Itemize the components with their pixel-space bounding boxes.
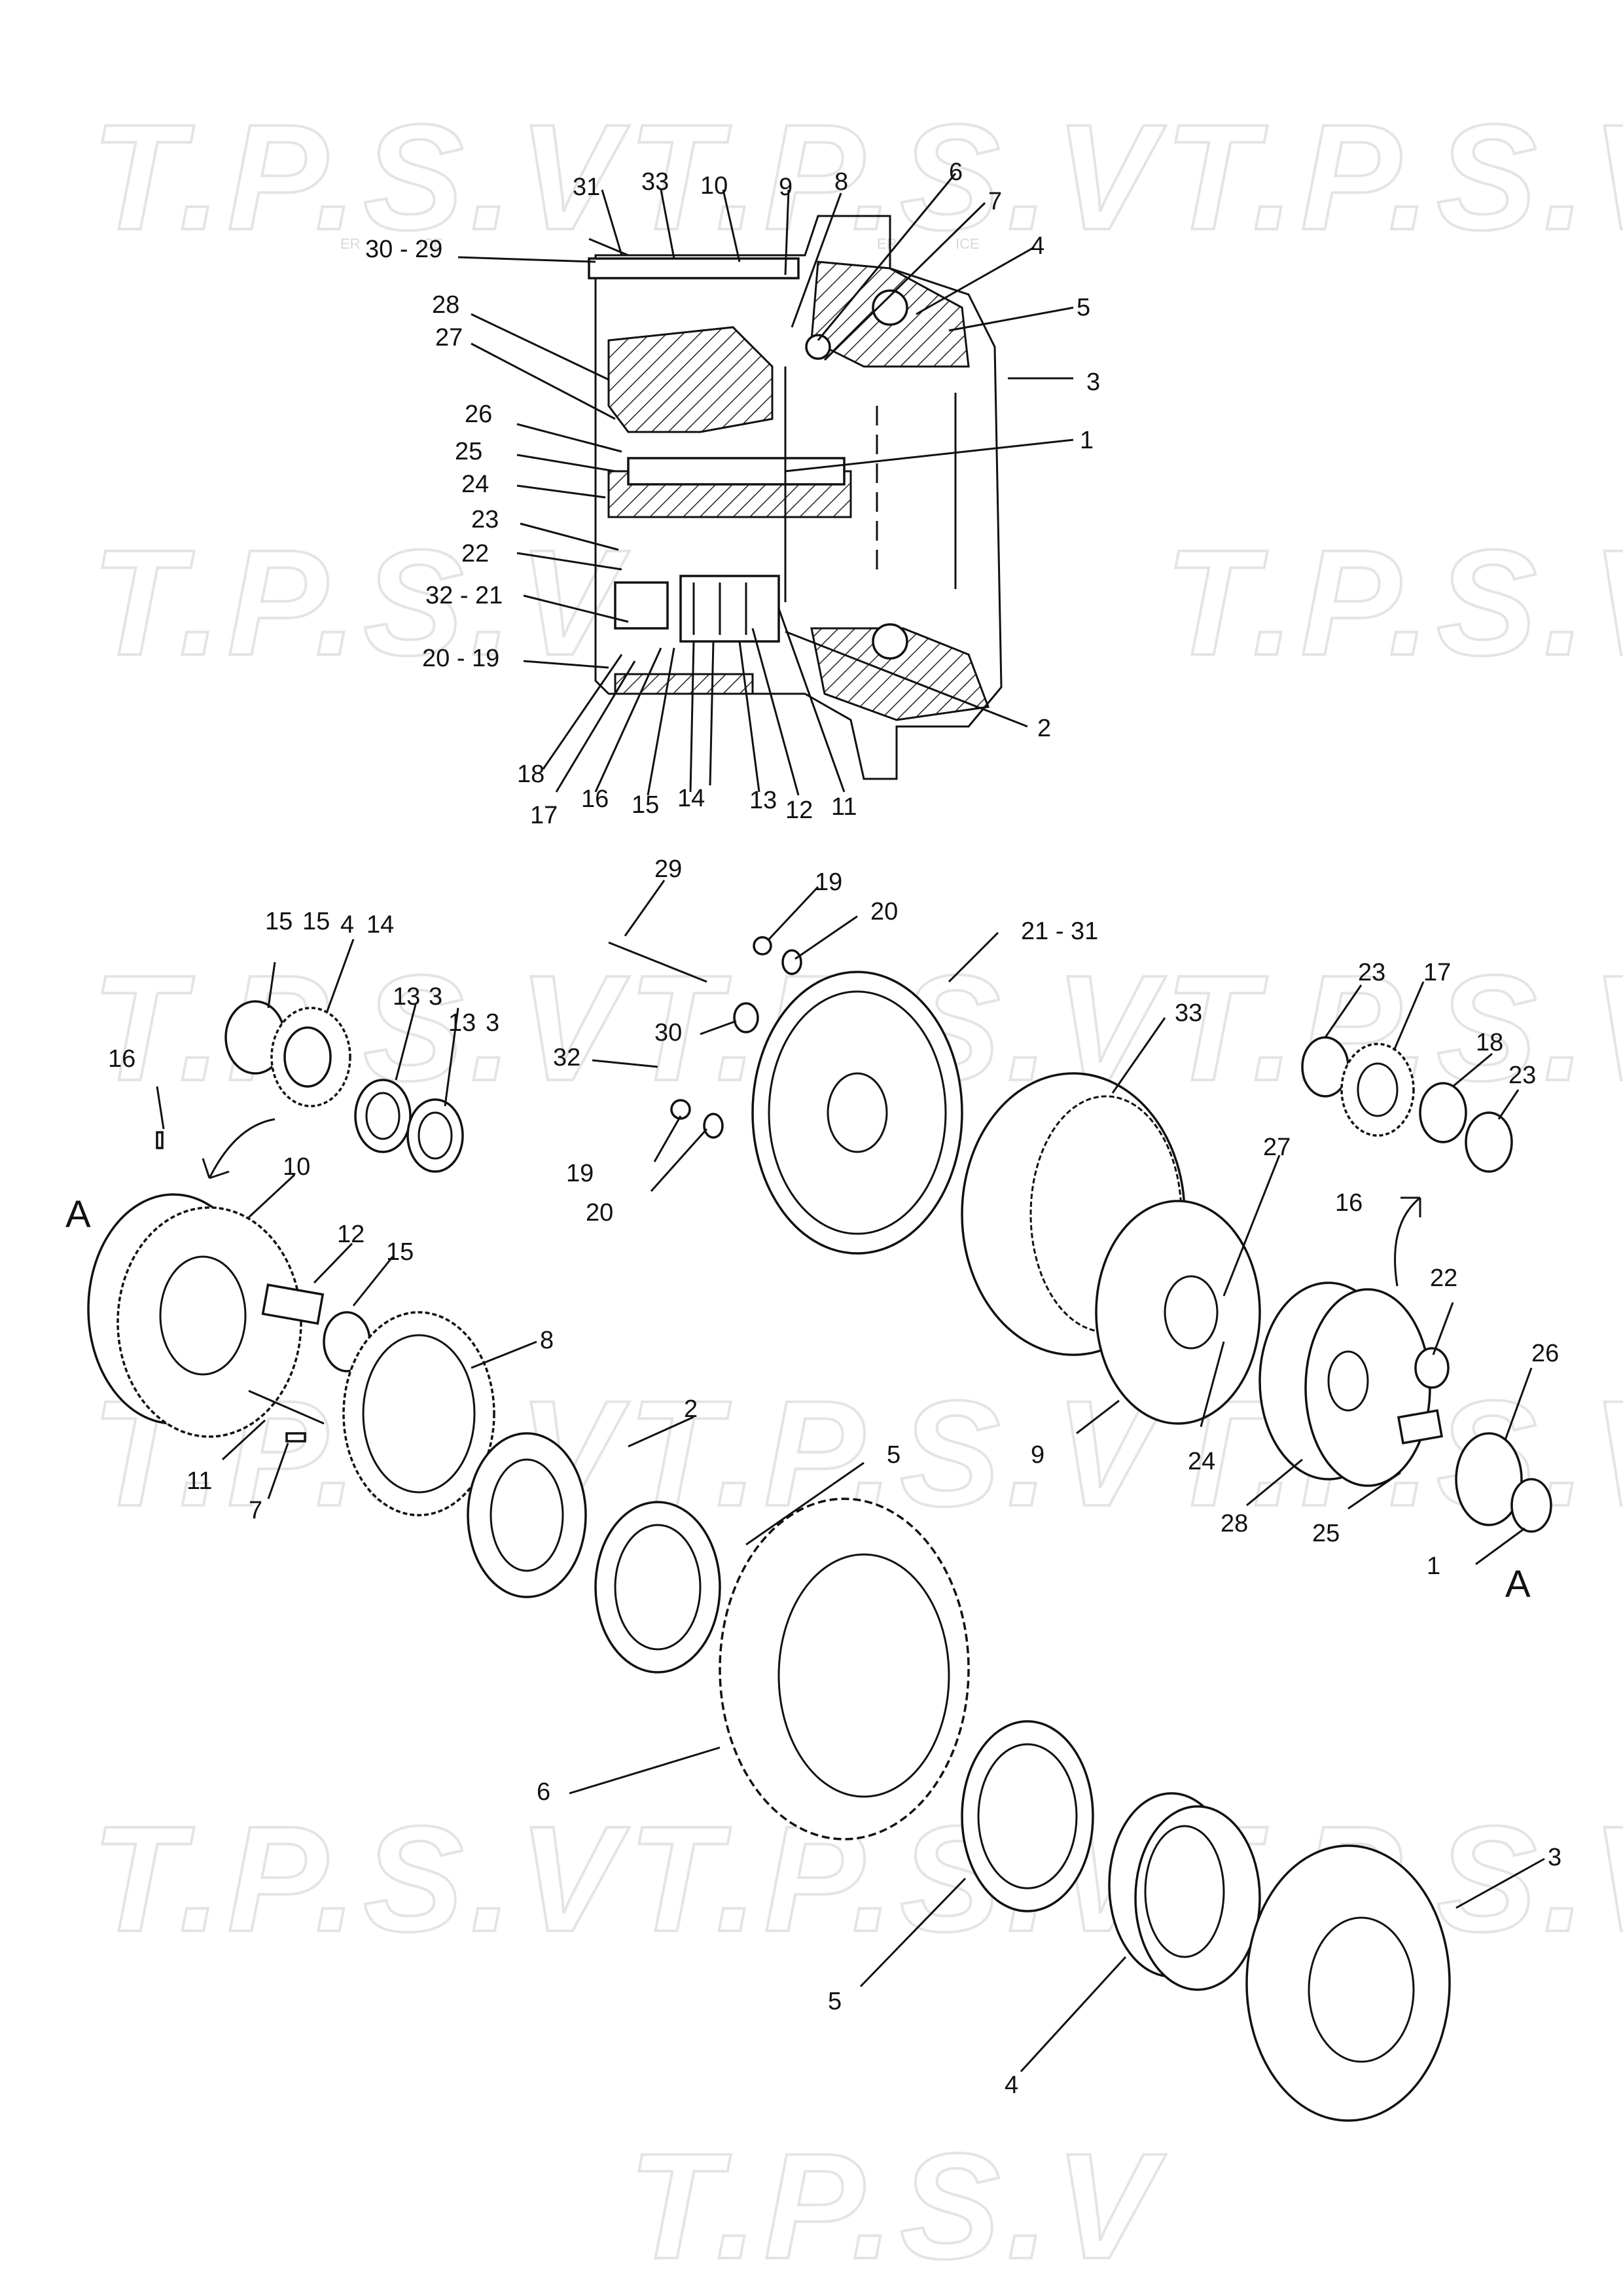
callout: 17 [530,802,558,829]
callout: 21 - 31 [1021,918,1098,945]
callout: 18 [1476,1029,1503,1056]
callout: 22 [1430,1265,1457,1292]
callout: 15 [302,908,330,935]
callout: 25 [455,438,482,465]
view-marker-a: A [1505,1563,1531,1605]
callout: 9 [1031,1441,1044,1469]
watermark-text: T.P.S.V [92,518,630,687]
callout: 31 [573,173,600,201]
callout: 16 [1335,1189,1363,1217]
watermark-text: T.P.S.V [92,944,630,1112]
callout: 24 [1188,1448,1215,1475]
callout: 28 [1221,1510,1248,1537]
callout: 19 [566,1160,594,1187]
callout: 4 [1005,2072,1018,2099]
callout: 6 [537,1778,550,1806]
callout: 16 [108,1045,135,1073]
callout: 11 [831,793,857,821]
left-group: 15 15 4 14 13 3 13 3 16 10 12 15 11 7 8 … [65,908,554,1524]
callout: 3 [1548,1844,1561,1871]
callout: 20 [870,898,898,925]
watermark-sub: ICE [955,236,980,252]
watermark-text: T.P.S.V [1165,93,1623,261]
callout: 26 [465,401,492,428]
callout: 20 - 19 [422,645,499,672]
callout: 33 [1175,999,1202,1027]
callout: 28 [432,291,459,319]
callout: 14 [366,911,394,939]
callout: 23 [1508,1062,1536,1089]
watermark-text: T.P.S.V [1165,518,1623,687]
callout: 25 [1312,1520,1340,1547]
callout: 32 [553,1044,580,1071]
callout: 18 [517,761,544,788]
callout: 5 [887,1441,901,1469]
callout: 16 [581,785,609,813]
callout: 3 [429,983,442,1011]
callout: 13 [749,787,777,814]
callout: 27 [435,324,463,351]
callout: 17 [1423,959,1451,986]
callout: 22 [461,540,489,567]
callout: 13 [448,1009,476,1037]
callout: 7 [249,1497,262,1524]
callout: 1 [1427,1552,1440,1580]
callout: 9 [779,173,793,201]
callout: 15 [632,791,659,819]
callout: 12 [785,797,813,824]
watermark-sub: ER [340,236,361,252]
callout: 6 [949,158,963,186]
callout: 5 [1077,294,1090,321]
right-group: 23 17 18 23 16 27 22 26 9 24 28 25 1 A [1031,959,1559,1605]
watermark-sub: ICE [419,236,443,252]
watermark-text: T.P.S.V [628,2122,1166,2290]
view-marker-a: A [65,1193,91,1236]
callout: 23 [1358,959,1385,986]
callout: 32 - 21 [425,582,503,609]
watermark-text: T.P.S.V [628,93,1166,261]
callout: 15 [386,1238,414,1266]
callout: 7 [988,188,1002,215]
callout: 26 [1531,1340,1559,1367]
section-view: 31 33 10 9 8 6 7 4 5 3 1 2 30 - 29 28 27… [365,158,1100,829]
callout: 33 [641,168,669,196]
callout: 13 [393,983,420,1011]
callout: 12 [337,1221,365,1248]
callout: 10 [283,1153,310,1181]
callout: 11 [187,1467,212,1495]
callout: 1 [1080,427,1094,454]
callout: 5 [828,1988,842,2015]
callout: 30 [654,1019,682,1047]
callout: 20 [586,1199,613,1227]
callout: 3 [486,1009,499,1037]
callout: 23 [471,506,499,533]
watermark-text: T.P.S.V [92,93,630,261]
callout: 3 [1086,368,1100,396]
bottom-group: 6 5 4 3 [537,1498,1561,2122]
callout: 10 [700,172,728,200]
watermark-text: T.P.S.V [92,1795,630,1963]
callout: 27 [1263,1134,1291,1161]
callout: 2 [1037,715,1051,742]
watermark-text: T.P.S.V [628,1369,1166,1537]
callout: 4 [340,911,354,939]
callout: 30 - 29 [365,236,442,263]
callout: 2 [684,1395,698,1423]
callout: 8 [834,168,848,196]
callout: 14 [677,785,705,812]
callout: 15 [265,908,293,935]
callout: 8 [540,1327,554,1354]
callout: 4 [1031,232,1044,260]
callout: 29 [654,855,682,883]
callout: 19 [815,869,842,896]
callout: 24 [461,471,489,498]
